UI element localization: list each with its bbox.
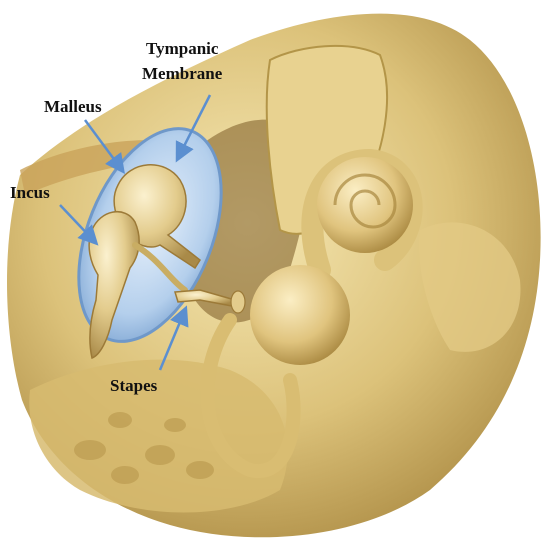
cochlea <box>317 157 413 253</box>
stapes-footplate <box>231 291 245 313</box>
malleus-label: Malleus <box>44 97 102 116</box>
tympanic-label-line2: Membrane <box>142 64 223 83</box>
stapes-label: Stapes <box>110 376 158 395</box>
bony-floor <box>29 360 287 513</box>
tympanic-label-line1: Tympanic <box>146 39 219 58</box>
vestibule <box>250 265 350 365</box>
incus-label: Incus <box>10 183 50 202</box>
